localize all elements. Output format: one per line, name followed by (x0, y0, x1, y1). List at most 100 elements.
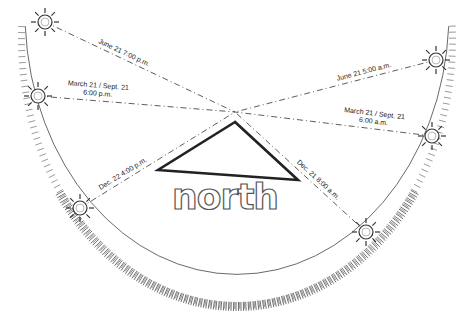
hatch-tick (295, 292, 298, 300)
hatch-tick (34, 137, 41, 139)
hatch-tick (368, 246, 374, 252)
hatch-tick (245, 302, 246, 311)
arc-hatching (18, 26, 456, 311)
hatch-tick (89, 235, 96, 241)
hatch-tick (22, 92, 29, 93)
hatch-tick (20, 74, 27, 76)
hatch-tick (54, 185, 60, 188)
hatch-tick (206, 299, 208, 308)
hatch-tick (51, 180, 57, 183)
hatch-tick (426, 159, 432, 162)
hatch-tick (37, 148, 44, 150)
hatch-tick (440, 114, 447, 116)
hatch-tick (255, 301, 257, 310)
hatch-tick (252, 301, 254, 310)
hatch-tick (239, 302, 240, 309)
hatch-tick (179, 293, 182, 302)
hatch-tick (449, 55, 456, 56)
hatch-tick (422, 169, 428, 172)
hatch-tick (419, 174, 425, 177)
hatch-tick (417, 179, 423, 182)
hatch-tick (191, 296, 193, 305)
hatch-tick (446, 85, 453, 87)
house-triangle (158, 122, 298, 180)
hatch-tick (372, 242, 378, 248)
hatch-tick (176, 292, 179, 300)
hatch-tick (211, 300, 212, 309)
hatch-tick (445, 91, 452, 92)
hatch-tick (449, 25, 456, 26)
hatch-tick (346, 265, 351, 272)
hatch-tick (49, 175, 55, 178)
hatch-tick (57, 190, 63, 193)
hatch-tick (352, 260, 358, 267)
hatch-tick (384, 229, 391, 235)
hatch-tick (354, 258, 360, 265)
hatch-tick (284, 296, 286, 305)
hatch-tick (203, 299, 205, 308)
hatch-tick (225, 302, 227, 311)
hatch-tick (223, 302, 225, 311)
hatch-tick (188, 296, 190, 305)
sun (418, 122, 446, 150)
hatch-tick (56, 191, 64, 195)
hatch-tick (414, 184, 420, 187)
hatch-tick (183, 294, 186, 303)
hatch-tick (449, 38, 456, 39)
hatch-tick (439, 120, 446, 122)
horizon-arc (25, 26, 448, 274)
hatch-tick (233, 302, 234, 311)
hatch-tick (18, 50, 25, 51)
hatch-tick (262, 300, 263, 309)
hatch-tick (448, 67, 455, 69)
hatch-tick (108, 254, 114, 261)
hatch-tick (348, 263, 353, 270)
hatch-tick (115, 259, 121, 266)
hatch-tick (430, 148, 437, 150)
hatch-tick (85, 231, 92, 237)
hatch-tick (449, 50, 456, 51)
hatch-tick (258, 301, 259, 310)
hatch-tick (104, 250, 110, 257)
hatch-tick (249, 302, 250, 309)
hatch-tick (240, 302, 241, 311)
hatch-tick (26, 109, 33, 111)
hatch-tick (218, 301, 220, 310)
ray-line (235, 60, 436, 112)
hatch-tick (260, 300, 261, 309)
hatch-tick (373, 241, 379, 247)
hatch-tick (375, 239, 382, 245)
hatch-tick (234, 302, 235, 309)
hatch-tick (274, 298, 276, 307)
hatch-tick (213, 301, 214, 310)
date-time-label: March 21 / Sept. 21 6:00 p.m. (62, 79, 133, 101)
hatch-tick (113, 257, 119, 264)
hatch-tick (424, 164, 430, 167)
hatch-tick (91, 237, 98, 243)
hatch-tick (267, 299, 269, 308)
hatch-tick (96, 243, 102, 249)
hatch-tick (18, 38, 25, 39)
hatch-tick (87, 233, 94, 239)
hatch-tick (39, 154, 46, 157)
hatch-tick (356, 257, 362, 264)
hatch-tick (44, 164, 50, 167)
hatch-tick (381, 233, 388, 239)
hatch-tick (298, 291, 301, 299)
hatch-tick (447, 73, 454, 75)
hatch-tick (18, 32, 25, 33)
hatch-tick (300, 290, 303, 298)
hatch-tick (30, 126, 37, 128)
hatch-tick (444, 97, 451, 98)
sun (352, 218, 380, 246)
hatch-tick (443, 103, 450, 104)
hatch-tick (228, 302, 229, 311)
hatch-tick (366, 248, 372, 255)
hatch-tick (243, 302, 244, 311)
hatch-tick (208, 300, 209, 309)
hatch-tick (238, 302, 239, 311)
hatch-tick (110, 255, 116, 262)
hatch-tick (18, 26, 25, 27)
hatch-tick (93, 239, 100, 245)
sun-ray-lines (38, 22, 436, 232)
